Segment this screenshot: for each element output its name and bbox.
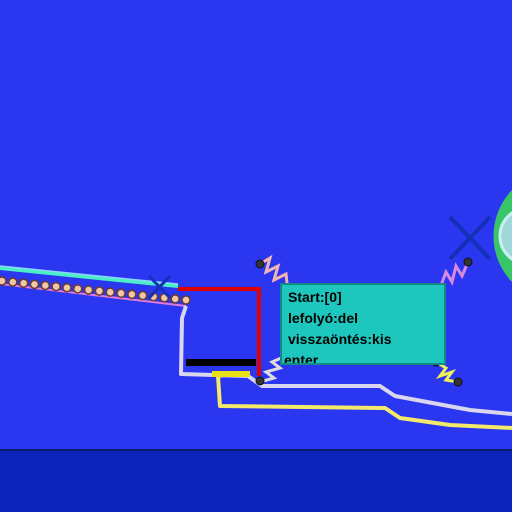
bead (8, 277, 18, 287)
bead (137, 290, 148, 301)
bead (116, 288, 126, 299)
bead (62, 282, 72, 293)
floor (0, 450, 512, 512)
black-platform[interactable] (186, 359, 256, 366)
info-drain-line: lefolyó:del (288, 310, 359, 326)
bead (0, 276, 7, 286)
bead (170, 294, 180, 304)
info-start-line: Start:[0] (288, 289, 342, 305)
yellow-block[interactable] (212, 371, 250, 377)
ring-wheel-icon[interactable] (493, 176, 512, 296)
white-wire (179, 305, 512, 416)
info-panel: Start:[0] lefolyó:del visszaöntés:kis en… (280, 283, 446, 365)
bead (40, 280, 51, 291)
spring-icon[interactable] (435, 360, 459, 384)
bead (94, 286, 105, 296)
spring-icon[interactable] (438, 261, 470, 289)
bead (73, 284, 83, 294)
cross-marker-icon[interactable] (448, 215, 492, 261)
spring-icon[interactable] (259, 354, 287, 384)
bead (51, 281, 61, 292)
bead (18, 278, 29, 288)
bead-chain-icon[interactable] (0, 265, 191, 307)
spring-icon[interactable] (259, 254, 290, 293)
red-wire (178, 287, 261, 376)
bead (83, 285, 94, 295)
bead (105, 287, 115, 297)
bead (127, 289, 137, 300)
bead (29, 279, 40, 290)
info-enter-line: enter (284, 352, 319, 365)
info-pourback-line: visszaöntés:kis (288, 331, 392, 347)
bead (181, 295, 191, 305)
cross-marker-icon[interactable] (147, 274, 172, 300)
